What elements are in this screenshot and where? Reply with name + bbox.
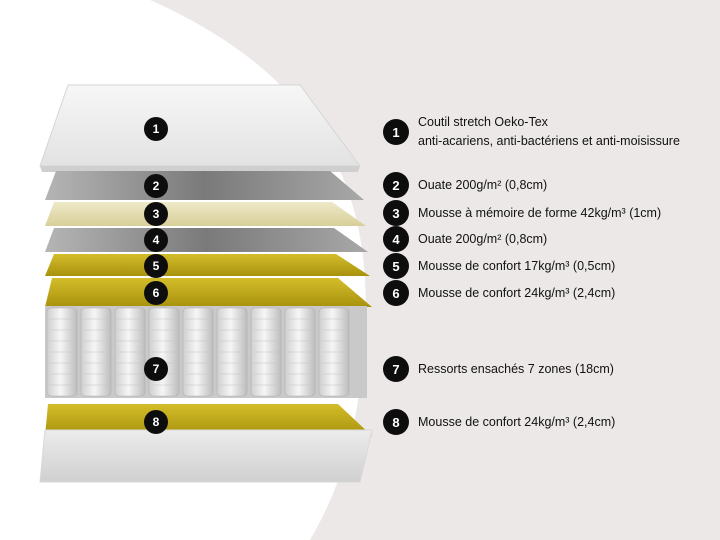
layer-badge-3: 3: [144, 202, 168, 226]
layer-comfort-foam: [45, 278, 372, 307]
layer-badge-4: 4: [144, 228, 168, 252]
layer-comfort-foam-thin: [45, 254, 370, 276]
layer-memory-foam: [45, 202, 366, 226]
layer-cover-edge: [40, 166, 360, 172]
legend-item-7: 7 Ressorts ensachés 7 zones (18cm): [383, 356, 614, 382]
legend-item-3: 3 Mousse à mémoire de forme 42kg/m³ (1cm…: [383, 200, 661, 226]
legend-label: Mousse de confort 24kg/m³ (2,4cm): [418, 414, 616, 429]
layer-pocket-springs: [45, 306, 367, 398]
legend-label: Mousse de confort 24kg/m³ (2,4cm): [418, 285, 616, 300]
legend-badge: 7: [383, 356, 409, 382]
layer-badge-6: 6: [144, 281, 168, 305]
legend-badge: 3: [383, 200, 409, 226]
layer-badge-1: 1: [144, 117, 168, 141]
legend-label: Ressorts ensachés 7 zones (18cm): [418, 361, 614, 376]
layer-comfort-foam-bottom: [45, 404, 372, 436]
layer-wadding-bottom: [45, 228, 368, 252]
legend-badge: 5: [383, 253, 409, 279]
legend-item-4: 4 Ouate 200g/m² (0,8cm): [383, 226, 547, 252]
legend-item-2: 2 Ouate 200g/m² (0,8cm): [383, 172, 547, 198]
layer-badge-7: 7: [144, 357, 168, 381]
legend-label: Ouate 200g/m² (0,8cm): [418, 177, 548, 192]
legend-item-5: 5 Mousse de confort 17kg/m³ (0,5cm): [383, 253, 615, 279]
legend-item-1: 1 Coutil stretch Oeko-Tex anti-acariens,…: [383, 113, 680, 151]
layer-badge-2: 2: [144, 174, 168, 198]
legend-badge: 6: [383, 280, 409, 306]
legend-badge: 2: [383, 172, 409, 198]
layer-bottom-cover: [39, 429, 373, 483]
legend-label: Ouate 200g/m² (0,8cm): [418, 231, 548, 246]
legend-label-line1: Coutil stretch Oeko-Tex: [418, 115, 548, 129]
legend-label-line2: anti-acariens, anti-bactériens et anti-m…: [418, 134, 680, 148]
legend-item-8: 8 Mousse de confort 24kg/m³ (2,4cm): [383, 409, 615, 435]
legend-label: Mousse à mémoire de forme 42kg/m³ (1cm): [418, 205, 662, 220]
legend-label: Mousse de confort 17kg/m³ (0,5cm): [418, 258, 616, 273]
layer-wadding-top: [45, 171, 364, 200]
background-panel: [150, 0, 720, 540]
legend-item-6: 6 Mousse de confort 24kg/m³ (2,4cm): [383, 280, 615, 306]
legend-badge: 8: [383, 409, 409, 435]
legend-label: Coutil stretch Oeko-Tex anti-acariens, a…: [418, 113, 680, 151]
layer-badge-8: 8: [144, 410, 168, 434]
layer-badge-5: 5: [144, 254, 168, 278]
legend-badge: 4: [383, 226, 409, 252]
legend-badge: 1: [383, 119, 409, 145]
